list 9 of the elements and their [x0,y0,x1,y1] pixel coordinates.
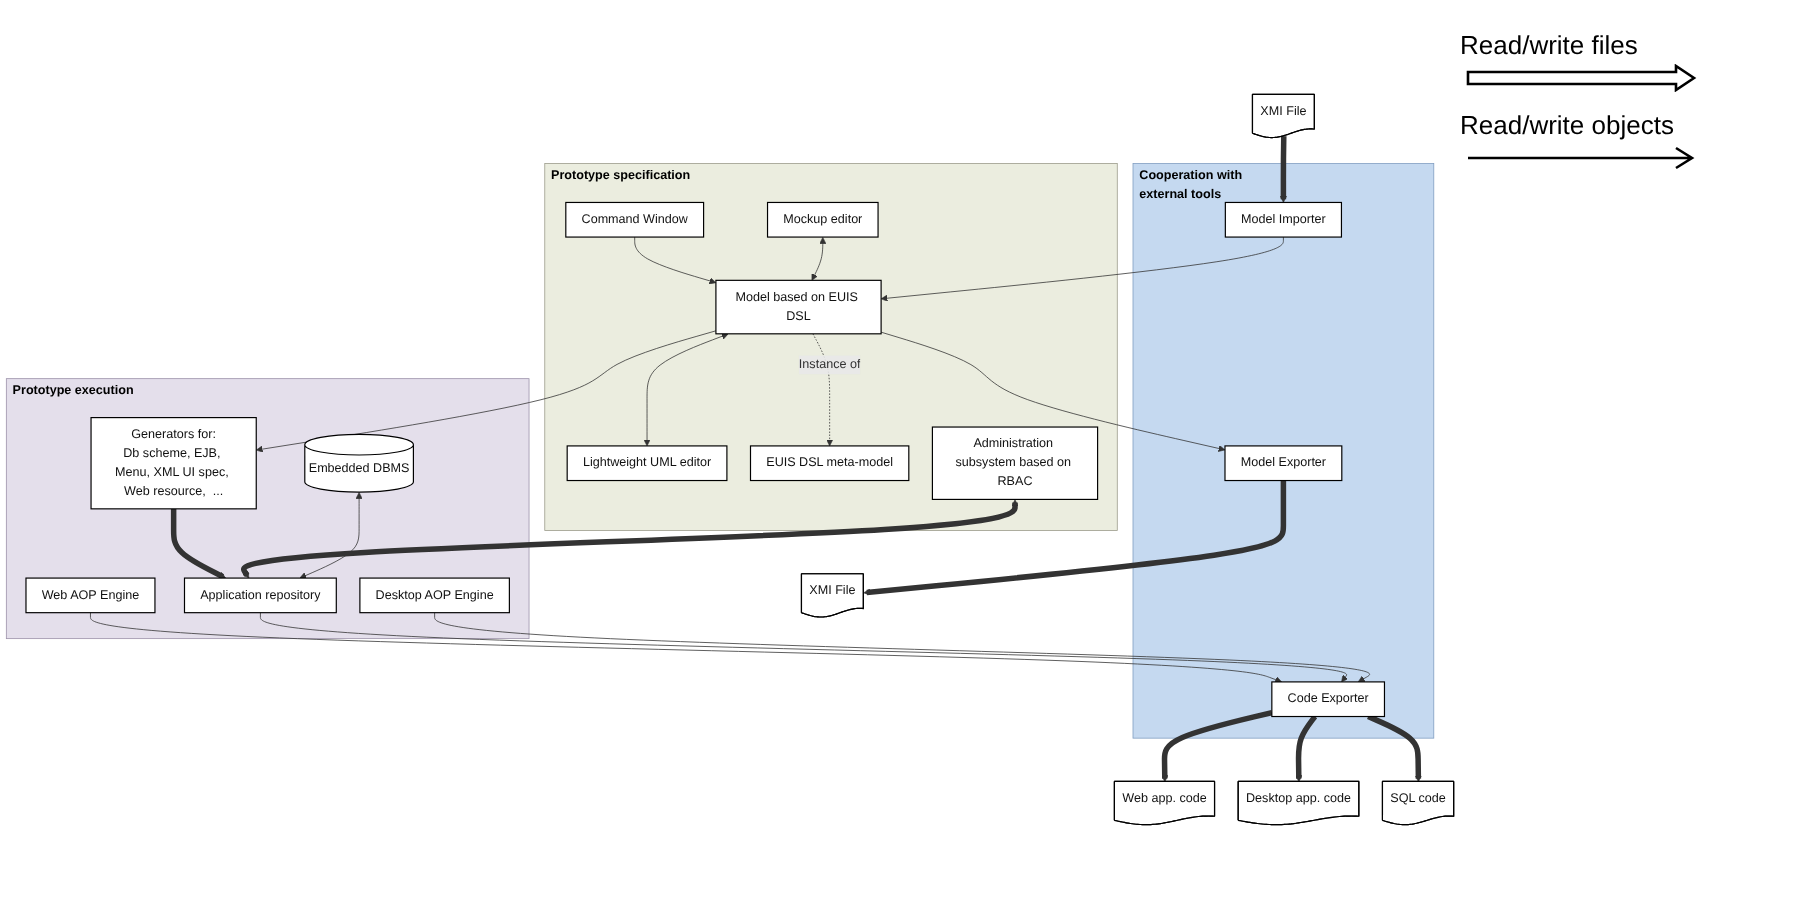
legend-text: Read/write files [1460,30,1638,60]
arrow [1367,714,1422,783]
arrow [241,499,1019,579]
arrow [863,481,1287,597]
arrow [1295,715,1318,783]
arrow [1161,710,1273,783]
legend-text: Read/write objects [1460,110,1674,140]
arrow [170,509,226,580]
arrow [1279,136,1287,204]
